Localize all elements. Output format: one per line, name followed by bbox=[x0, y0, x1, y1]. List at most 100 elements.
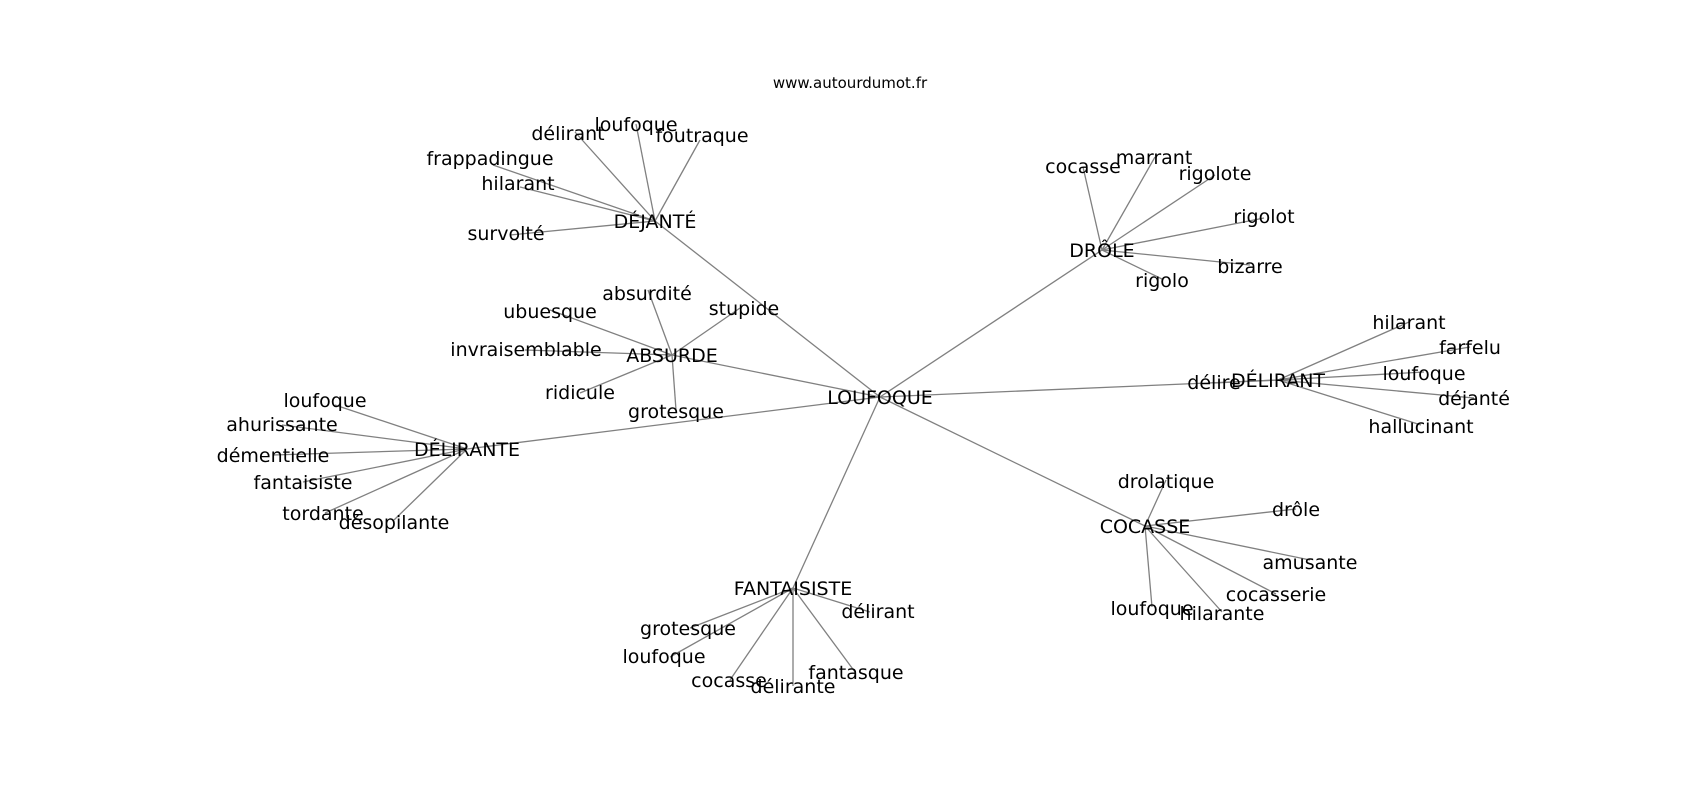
edge-dejante-delirant bbox=[574, 131, 656, 222]
node-leaf-absurde-ubuesque[interactable]: ubuesque bbox=[503, 301, 597, 323]
node-leaf-fantaisiste-loufoque[interactable]: loufoque bbox=[622, 646, 705, 668]
edge-loufoque-drole bbox=[879, 249, 1103, 398]
edge-fantaisiste-cocasse bbox=[729, 587, 794, 681]
edge-loufoque-cocasse bbox=[879, 396, 1146, 527]
graph-nodes: LOUFOQUEDÉJANTÉdélirantloufoquefoutraque… bbox=[217, 114, 1510, 698]
node-leaf-delirant-hilarant[interactable]: hilarant bbox=[1372, 312, 1445, 334]
edge-fantaisiste-grotesque bbox=[689, 587, 794, 629]
node-leaf-cocasse-drole[interactable]: drôle bbox=[1272, 499, 1320, 521]
edge-absurde-ridicule bbox=[579, 354, 673, 394]
node-leaf-cocasse-cocasserie[interactable]: cocasserie bbox=[1226, 584, 1326, 606]
node-hub-fantaisiste[interactable]: FANTAISISTE bbox=[734, 578, 852, 600]
node-leaf-dejante-loufoque[interactable]: loufoque bbox=[594, 114, 677, 136]
node-leaf-absurde-stupide[interactable]: stupide bbox=[709, 298, 779, 320]
node-leaf-delirante-tordante[interactable]: tordante bbox=[282, 503, 363, 525]
node-hub-dejante[interactable]: DÉJANTÉ bbox=[614, 210, 697, 233]
node-leaf-delirant-loufoque[interactable]: loufoque bbox=[1382, 363, 1465, 385]
edge-delirante-tordante bbox=[324, 448, 468, 514]
node-leaf-drole-rigolo[interactable]: rigolo bbox=[1135, 270, 1189, 292]
node-hub-drole[interactable]: DRÔLE bbox=[1069, 238, 1134, 262]
edge-dejante-foutraque bbox=[654, 139, 701, 222]
node-leaf-delirant-delire[interactable]: délire bbox=[1187, 372, 1240, 394]
edge-drole-rigolote bbox=[1101, 174, 1216, 251]
edge-dejante-loufoque bbox=[635, 123, 656, 222]
edge-delirant-delire bbox=[1213, 379, 1279, 384]
node-leaf-delirante-ahurissante[interactable]: ahurissante bbox=[226, 414, 337, 436]
node-leaf-absurde-absurdite[interactable]: absurdité bbox=[602, 283, 692, 305]
node-leaf-cocasse-drolatique[interactable]: drolatique bbox=[1118, 471, 1215, 493]
edge-loufoque-absurde bbox=[671, 354, 881, 398]
node-leaf-fantaisiste-delirant[interactable]: délirant bbox=[841, 601, 914, 623]
edge-delirant-hilarant bbox=[1277, 321, 1410, 381]
edge-drole-cocasse bbox=[1082, 166, 1103, 251]
edge-cocasse-loufoque bbox=[1144, 525, 1153, 608]
node-leaf-delirante-dementielle[interactable]: démentielle bbox=[217, 445, 330, 467]
node-leaf-dejante-delirant[interactable]: délirant bbox=[531, 123, 604, 145]
edge-drole-rigolo bbox=[1101, 249, 1163, 280]
edge-drole-marrant bbox=[1101, 156, 1156, 251]
node-leaf-cocasse-amusante[interactable]: amusante bbox=[1263, 552, 1358, 574]
edge-cocasse-hilarante bbox=[1144, 525, 1223, 613]
node-leaf-drole-cocasse[interactable]: cocasse bbox=[1045, 156, 1121, 178]
node-leaf-delirant-dejante[interactable]: déjanté bbox=[1438, 388, 1510, 410]
node-leaf-drole-marrant[interactable]: marrant bbox=[1116, 147, 1193, 169]
edge-drole-bizarre bbox=[1101, 249, 1251, 266]
edge-absurde-grotesque bbox=[671, 354, 677, 411]
node-leaf-dejante-survolte[interactable]: survolté bbox=[467, 223, 544, 245]
node-hub-delirante[interactable]: DÉLIRANTE bbox=[414, 438, 520, 461]
edge-fantaisiste-delirant bbox=[792, 587, 871, 613]
edge-absurde-absurdite bbox=[647, 289, 673, 356]
node-leaf-delirant-hallucinant[interactable]: hallucinant bbox=[1368, 416, 1473, 438]
node-hub-cocasse[interactable]: COCASSE bbox=[1100, 516, 1191, 538]
node-leaf-fantaisiste-grotesque[interactable]: grotesque bbox=[640, 618, 736, 640]
node-leaf-drole-bizarre[interactable]: bizarre bbox=[1217, 256, 1283, 278]
edge-fantaisiste-loufoque bbox=[669, 587, 794, 658]
node-leaf-delirant-farfelu[interactable]: farfelu bbox=[1439, 337, 1501, 359]
edge-delirante-loufoque bbox=[334, 404, 468, 450]
node-leaf-fantaisiste-fantasque[interactable]: fantasque bbox=[808, 662, 903, 684]
edge-dejante-survolte bbox=[509, 220, 656, 236]
edge-absurde-invraisemblable bbox=[524, 349, 673, 356]
node-root-loufoque[interactable]: LOUFOQUE bbox=[827, 387, 933, 409]
node-leaf-absurde-grotesque[interactable]: grotesque bbox=[628, 401, 724, 423]
node-leaf-drole-rigolote[interactable]: rigolote bbox=[1179, 163, 1252, 185]
graph-edges bbox=[272, 123, 1475, 686]
node-leaf-fantaisiste-cocasse[interactable]: cocasse bbox=[691, 670, 767, 692]
edge-loufoque-delirante bbox=[466, 396, 881, 450]
node-leaf-cocasse-hilarante[interactable]: hilarante bbox=[1180, 603, 1265, 625]
edge-cocasse-cocasserie bbox=[1144, 525, 1277, 595]
node-leaf-dejante-frappadingue[interactable]: frappadingue bbox=[426, 148, 553, 170]
edge-fantaisiste-fantasque bbox=[792, 587, 856, 673]
node-hub-absurde[interactable]: ABSURDE bbox=[626, 345, 718, 367]
node-leaf-dejante-hilarant[interactable]: hilarant bbox=[481, 173, 554, 195]
edge-delirant-hallucinant bbox=[1277, 379, 1422, 426]
edge-dejante-hilarant bbox=[519, 186, 656, 222]
edge-delirant-dejante bbox=[1277, 379, 1475, 399]
edge-absurde-stupide bbox=[671, 307, 741, 356]
node-leaf-delirante-fantaisiste[interactable]: fantaisiste bbox=[254, 472, 353, 494]
edge-delirante-ahurissante bbox=[281, 424, 468, 450]
node-leaf-delirante-desopilante[interactable]: désopilante bbox=[339, 512, 450, 534]
edge-delirant-farfelu bbox=[1277, 346, 1471, 381]
edge-cocasse-drolatique bbox=[1144, 479, 1167, 527]
edge-cocasse-drole bbox=[1144, 508, 1297, 527]
node-leaf-delirante-loufoque[interactable]: loufoque bbox=[283, 390, 366, 412]
edge-loufoque-fantaisiste bbox=[792, 396, 881, 589]
node-hub-delirant[interactable]: DÉLIRANT bbox=[1231, 369, 1325, 392]
edge-delirante-fantaisiste bbox=[302, 448, 468, 483]
edge-delirant-loufoque bbox=[1277, 371, 1425, 381]
node-leaf-dejante-foutraque[interactable]: foutraque bbox=[655, 125, 748, 147]
edge-delirante-dementielle bbox=[272, 448, 468, 456]
edge-cocasse-amusante bbox=[1144, 525, 1311, 561]
node-leaf-absurde-invraisemblable[interactable]: invraisemblable bbox=[450, 339, 601, 361]
node-leaf-drole-rigolot[interactable]: rigolot bbox=[1233, 206, 1294, 228]
edge-loufoque-dejante bbox=[654, 220, 881, 398]
node-leaf-cocasse-loufoque[interactable]: loufoque bbox=[1110, 598, 1193, 620]
node-leaf-fantaisiste-delirante[interactable]: délirante bbox=[751, 676, 836, 698]
site-url[interactable]: www.autourdumot.fr bbox=[773, 74, 928, 92]
edge-dejante-frappadingue bbox=[492, 164, 656, 222]
edge-drole-rigolot bbox=[1101, 217, 1265, 251]
node-leaf-absurde-ridicule[interactable]: ridicule bbox=[545, 382, 615, 404]
edge-loufoque-delirant bbox=[879, 379, 1279, 398]
